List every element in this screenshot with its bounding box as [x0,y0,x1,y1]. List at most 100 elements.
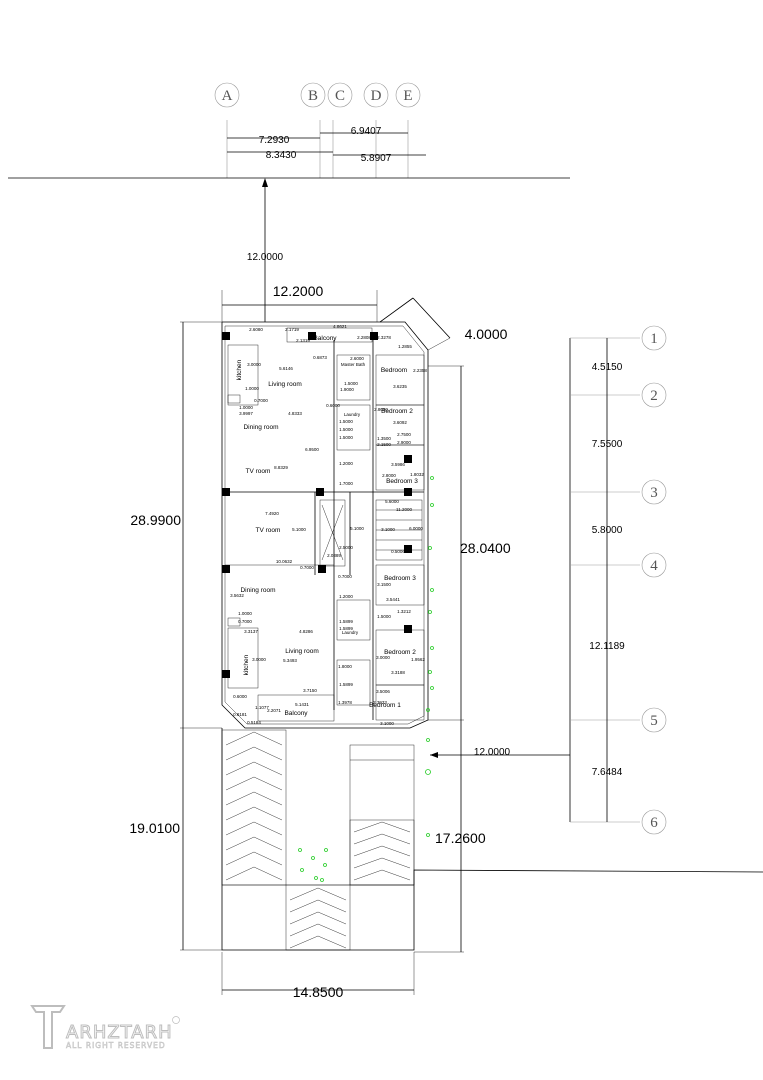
small-dim: 10.0632 [276,559,293,564]
small-dim: 3.5441 [386,597,400,602]
left-total-value: 28.9900 [130,512,181,528]
top-width-value: 12.2000 [273,283,324,299]
small-dim: 5.6146 [279,366,293,371]
dim-a-b: 7.2930 [259,135,290,146]
small-dim: 1.5000 [339,435,353,440]
small-dim: 1.5000 [339,427,353,432]
room-master-bath: Master Bath [341,362,366,367]
corner-value: 4.0000 [465,326,508,342]
small-dim: 3.0000 [252,657,266,662]
small-dim: 0.6000 [326,403,340,408]
watermark-tag: ALL RIGHT RESERVED [66,1041,166,1050]
small-dim: 2.1719 [285,327,299,332]
bottom-width-dimension: 14.8500 [221,952,415,1000]
left-ramp-hatch [225,731,283,881]
small-dim: 1.1077 [255,705,269,710]
axis-1-label: 1 [650,331,658,347]
small-dim: 5.1000 [350,526,364,531]
room-living-top: Living room [268,381,302,388]
watermark-brand: ARHZTARH [66,1022,173,1043]
room-bedroom-top: Bedroom [381,367,407,374]
room-dining-bottom: Dining room [240,587,275,594]
room-kitchen-top: kitchen [236,359,243,380]
small-dim: 1.9000 [340,387,354,392]
axis-c-label: C [335,88,345,104]
top-grid-axes: A B C D E [214,82,421,178]
axis-d-label: D [371,88,382,104]
small-dim: 1.3978 [338,700,352,705]
side-12-value: 12.0000 [474,747,511,758]
right-total-value: 28.0400 [460,540,511,556]
axis-a-label: A [222,88,233,104]
grid-dim-2-3: 7.5500 [592,439,623,450]
left-dimensions: 28.9900 19.0100 [129,321,222,951]
small-dim: 0.5006 [391,549,405,554]
small-dim: 4.8621 [333,324,347,329]
grid-dim-4-5: 12.1189 [589,641,625,652]
small-dim: 3.5986 [391,462,405,467]
small-dim: 3.3137 [244,629,258,634]
grid-dim-3-4: 5.8000 [592,525,623,536]
small-dim: 2.6000 [350,356,364,361]
small-dim: 4.8333 [288,411,302,416]
axis-4-label: 4 [650,558,658,574]
small-dim: 5.1431 [295,702,309,707]
small-dim: 2.3278 [377,335,391,340]
small-dim: 1.3212 [397,609,411,614]
small-dim: 7.4920 [265,511,279,516]
room-bedroom3-bottom: Bedroom 3 [384,575,416,582]
setback-value: 12.0000 [247,252,284,263]
small-dim: 3.1000 [381,527,395,532]
left-lower-value: 19.0100 [129,820,180,836]
small-dim: 1.0000 [245,386,259,391]
small-dim: 2.2808 [357,335,371,340]
room-bedroom1-bottom: Bedroom 1 [369,702,401,709]
small-dim: 2.3933 [373,700,387,705]
small-dim: 5.6000 [385,499,399,504]
center-parking-hatch [289,887,347,949]
small-dim: 0.5184 [247,720,261,725]
small-dim: 5.1000 [292,527,306,532]
small-dim: 3.3188 [391,670,405,675]
small-dim: 3.6092 [393,420,407,425]
small-dim: 1.0000 [238,611,252,616]
axis-b-label: B [308,88,318,104]
small-dim: 6.9500 [305,447,319,452]
room-kitchen-bottom: kitchen [243,654,250,675]
right-grid-axes: 1 2 3 4 5 6 4.5150 7.5500 5.8000 12.1189… [569,325,667,835]
room-tv-bottom: TV room [256,527,281,534]
room-living-bottom: Living room [285,648,319,655]
axis-5-label: 5 [650,713,658,729]
small-dim: 1.2855 [398,344,412,349]
room-balcony-bottom: Balcony [284,710,308,717]
small-dim: 3.9997 [239,411,253,416]
room-dining-top: Dining room [243,424,278,431]
small-dim: 3.7150 [303,688,317,693]
room-balcony-top: Balcony [313,335,337,342]
room-laundry-top: Laundry [344,412,361,417]
corner-dimension: 4.0000 [379,297,508,342]
copyright-icon [172,1016,180,1024]
bottom-width-value: 14.8500 [293,984,344,1000]
small-dim: 0.6000 [233,694,247,699]
small-dim: 1.8000 [338,664,352,669]
small-dim: 1.5000 [339,419,353,424]
room-bedroom2-bottom: Bedroom 2 [384,649,416,656]
small-dim: 0.7000 [238,619,252,624]
small-dim: 2.1319 [296,338,310,343]
small-dim: 3.6235 [393,384,407,389]
small-dim: 3.0000 [376,655,390,660]
small-dim: 1.0000 [239,405,253,410]
small-dim: 0.6873 [313,355,327,360]
small-dim: 3.5632 [230,593,244,598]
lower-site [221,728,763,951]
top-width-dimension: 12.2000 [221,283,378,322]
small-dim: 1.5899 [339,626,353,631]
small-dim: 2.8000 [382,473,396,478]
small-dim: 2.2358 [413,368,427,373]
room-labels: Balcony kitchen Living room Dining room … [236,335,418,717]
small-dim: 0.8181 [233,712,247,717]
small-dim: 1.5899 [339,619,353,624]
small-dim: 11.2000 [396,507,412,512]
